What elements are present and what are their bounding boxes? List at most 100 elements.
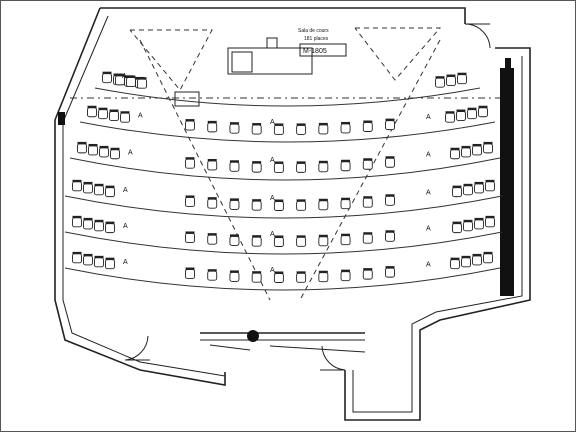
seat [485, 179, 495, 192]
aisle-marker: A [270, 231, 275, 238]
aisle-marker: A [426, 190, 431, 197]
seat [94, 219, 104, 232]
seat [72, 215, 82, 228]
seat [362, 120, 373, 132]
seat [115, 73, 125, 86]
seat [385, 194, 395, 206]
seat [385, 266, 395, 278]
rear-entrance [200, 330, 366, 353]
seat [446, 74, 456, 86]
seat [385, 156, 395, 168]
seat [207, 158, 218, 171]
desk-row [69, 157, 501, 181]
seat [102, 71, 112, 84]
aisle-marker: A [270, 267, 275, 274]
aisle-marker: A [123, 259, 128, 266]
seat [105, 185, 115, 198]
seat [478, 105, 488, 118]
caption-line-2: 181 places [304, 36, 329, 42]
seat [251, 123, 262, 135]
seat [98, 107, 108, 120]
seat [450, 147, 460, 160]
door-bottom-left [124, 335, 150, 361]
seat [87, 105, 97, 118]
seat [318, 122, 329, 135]
seat [457, 72, 467, 85]
seat [229, 234, 240, 246]
seat [362, 232, 373, 244]
seat [126, 75, 136, 88]
seat [340, 121, 351, 134]
seat [273, 271, 284, 283]
rear-partition-right-step [269, 345, 366, 353]
seat [296, 123, 307, 135]
seat [296, 271, 307, 283]
seat [99, 145, 109, 158]
seat [483, 251, 493, 264]
projector-box [174, 91, 200, 107]
seat [273, 123, 284, 135]
seat [340, 159, 351, 172]
seat [450, 257, 460, 270]
sightline-right [299, 39, 441, 301]
seat [385, 230, 395, 242]
seat [296, 199, 307, 211]
seat [445, 111, 455, 123]
right-wall-panel [500, 68, 514, 296]
room-code: M-1805 [303, 48, 327, 55]
aisle-marker: A [426, 261, 431, 268]
seat [318, 198, 329, 211]
outer-walls [54, 7, 531, 421]
seat [318, 270, 329, 283]
seat [251, 199, 262, 211]
seat [318, 234, 329, 247]
rear-partition-left-step [209, 344, 251, 351]
desk-row [79, 121, 496, 143]
seat [72, 179, 82, 192]
seat [83, 217, 93, 230]
seat [72, 251, 82, 264]
aisle-marker: A [270, 195, 275, 202]
seat [105, 257, 115, 270]
wall-left [54, 7, 226, 386]
seat [483, 141, 493, 154]
seat [340, 233, 351, 246]
seat [105, 221, 115, 234]
aisle-marker: A [270, 119, 275, 126]
seat [229, 160, 240, 172]
seat [185, 157, 195, 169]
seat [77, 141, 87, 154]
seat [362, 268, 373, 280]
door-top-right [464, 23, 491, 49]
caption-line-1: Sala de cours [298, 28, 329, 34]
seat [120, 111, 130, 123]
desk-row [64, 267, 501, 291]
seat [88, 143, 98, 156]
aisle-marker: A [270, 157, 275, 164]
aisle-marker: A [426, 114, 431, 121]
seat [273, 235, 284, 247]
aisle-marker: A [138, 113, 143, 120]
wall-right-inner [352, 56, 523, 413]
wall-top [100, 7, 466, 24]
left-wall-column [58, 112, 65, 125]
seat [485, 215, 495, 228]
seat [296, 161, 307, 173]
seat [207, 233, 218, 245]
rear-column [247, 330, 259, 342]
desk-row [64, 231, 503, 255]
seat [472, 143, 482, 156]
wall-right [344, 47, 531, 421]
seat [340, 269, 351, 282]
seat [83, 253, 93, 266]
seat [461, 255, 471, 268]
seat [273, 199, 284, 211]
seat [207, 197, 218, 209]
seat [463, 219, 473, 232]
seat [318, 160, 329, 173]
lectern-chair [266, 37, 278, 49]
aisle-marker: A [426, 152, 431, 159]
seat [385, 118, 395, 131]
